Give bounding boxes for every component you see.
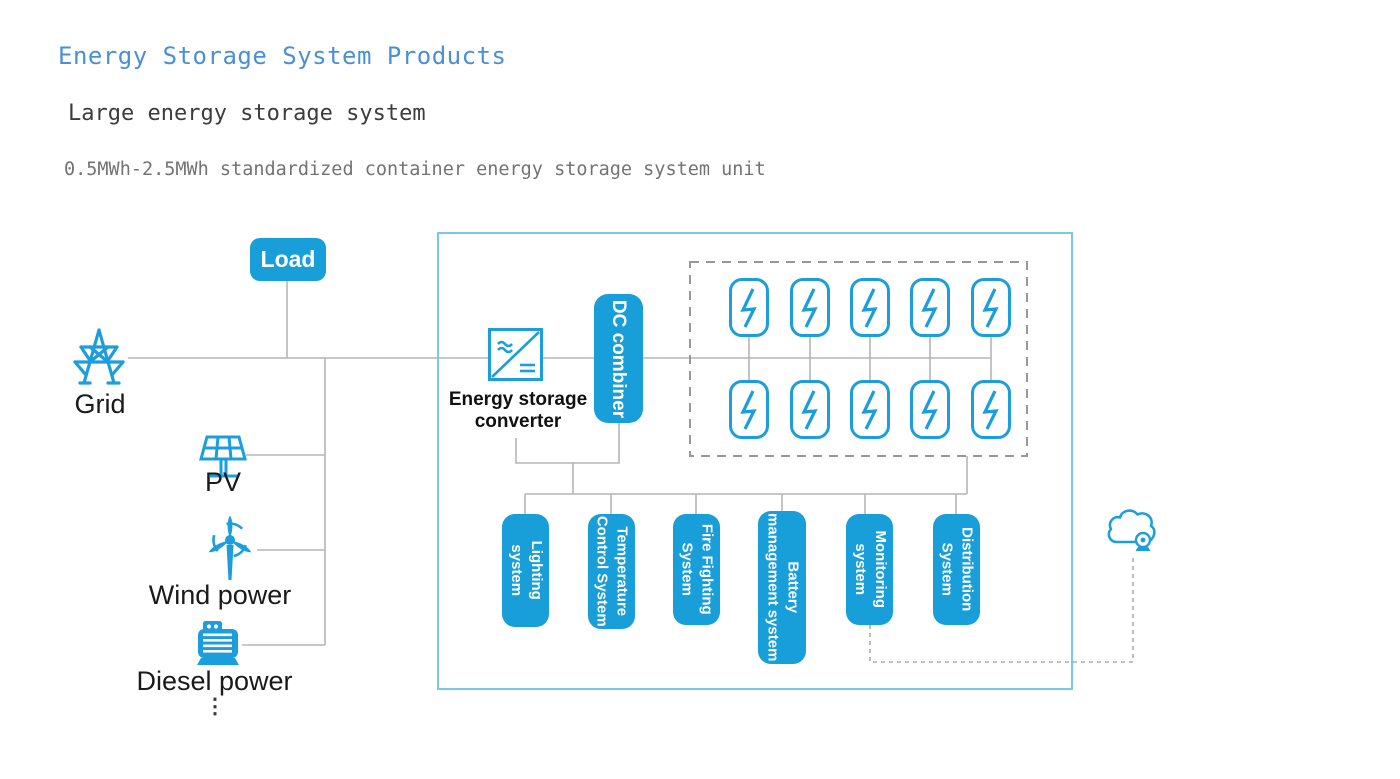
lightning-bolt-icon <box>860 389 878 430</box>
more-sources-ellipsis: ⋮ <box>204 695 226 718</box>
load-box: Load <box>250 238 326 281</box>
ac-dc-converter-icon <box>488 328 543 381</box>
lightning-bolt-icon <box>860 287 878 328</box>
battery-cell <box>850 278 890 337</box>
subsystem-label: Monitoring system <box>851 530 889 609</box>
page-description: 0.5MWh-2.5MWh standardized container ene… <box>64 159 766 180</box>
diesel-generator-icon <box>197 621 239 665</box>
battery-cell <box>790 278 830 337</box>
subsystem-box-distribution: Distribution System <box>933 514 980 625</box>
subsystem-box-temperature-control: Temperature Control System <box>588 514 635 629</box>
subsystem-label: Lighting system <box>507 540 545 601</box>
subsystem-label: Temperature Control System <box>593 516 631 627</box>
battery-cell <box>850 380 890 439</box>
subsystem-box-lighting: Lighting system <box>502 514 549 627</box>
lightning-bolt-icon <box>739 287 757 328</box>
battery-cell <box>971 380 1011 439</box>
solar-panel-icon <box>199 435 247 478</box>
battery-cell <box>729 278 769 337</box>
transmission-tower-icon <box>73 328 125 385</box>
lightning-bolt-icon <box>981 389 999 430</box>
page-subtitle: Large energy storage system <box>68 101 426 126</box>
subsystem-label: Fire Fighting System <box>678 524 716 615</box>
page-title: Energy Storage System Products <box>58 42 507 70</box>
pv-label: PV <box>204 467 242 497</box>
lightning-bolt-icon <box>920 389 938 430</box>
wind-turbine-icon <box>208 515 252 580</box>
diesel-label: Diesel power <box>136 666 293 696</box>
load-label: Load <box>260 246 316 272</box>
lightning-bolt-icon <box>981 287 999 328</box>
battery-cell <box>790 380 830 439</box>
battery-cell <box>910 278 950 337</box>
wind-label: Wind power <box>148 580 292 610</box>
dc-combiner-box: DC combiner <box>594 294 643 423</box>
container-outline <box>437 232 1073 690</box>
lightning-bolt-icon <box>800 389 818 430</box>
dc-combiner-label: DC combiner <box>608 299 630 418</box>
subsystem-label: Battery management system <box>764 513 802 662</box>
lightning-bolt-icon <box>800 287 818 328</box>
lightning-bolt-icon <box>920 287 938 328</box>
grid-label: Grid <box>74 389 126 419</box>
subsystem-box-battery-management: Battery management system <box>758 511 806 664</box>
subsystem-label: Distribution System <box>938 527 976 612</box>
battery-cell <box>910 380 950 439</box>
subsystem-box-monitoring: Monitoring system <box>846 514 893 625</box>
lightning-bolt-icon <box>739 389 757 430</box>
battery-cell <box>971 278 1011 337</box>
subsystem-box-fire-fighting: Fire Fighting System <box>673 514 720 625</box>
converter-label: Energy storage converter <box>448 389 588 433</box>
cloud-monitoring-icon <box>1107 509 1156 551</box>
battery-cell <box>729 380 769 439</box>
